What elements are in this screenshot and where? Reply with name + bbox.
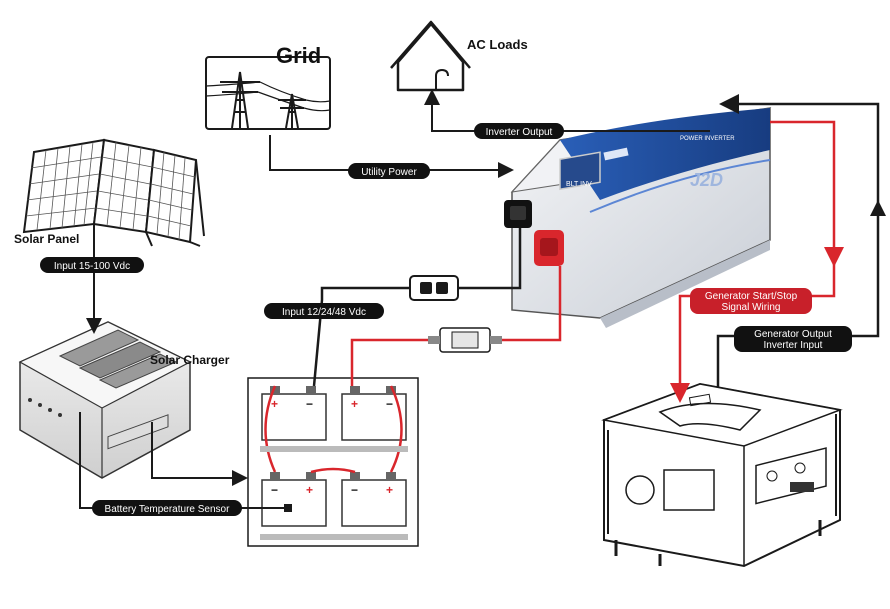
battery-input-pill: Input 12/24/48 Vdc: [264, 303, 384, 319]
solar-input-label: Input 15-100 Vdc: [54, 261, 130, 272]
ac-loads-label: AC Loads: [467, 37, 528, 52]
temperature-sensor-probe: [284, 504, 292, 512]
svg-text:−: −: [386, 397, 393, 411]
svg-text:+: +: [351, 397, 358, 411]
svg-text:+: +: [386, 483, 393, 497]
inverter-output-wire: [424, 89, 710, 132]
generator-output-wire: [716, 94, 880, 388]
battery-sensor-pill: Battery Temperature Sensor: [92, 500, 242, 516]
generator-signal-label-1: Generator Start/Stop: [705, 291, 798, 302]
positive-fuse-icon: [428, 327, 502, 353]
generator-signal-wire: [670, 120, 836, 403]
generator-output-pill: Generator Output Inverter Input: [734, 326, 852, 352]
negative-fuse-icon: [409, 275, 459, 301]
utility-power-pill: Utility Power: [348, 163, 430, 179]
battery-bank: + − + − − + − +: [247, 377, 419, 547]
battery-3: − +: [261, 472, 327, 527]
utility-power-label: Utility Power: [361, 167, 417, 178]
generator-output-label-1: Generator Output: [754, 329, 832, 340]
solar-panel-icon: [22, 138, 205, 247]
inverter-output-label: Inverter Output: [486, 127, 553, 138]
inverter-display-text: BLT INV: [566, 181, 592, 188]
svg-text:−: −: [271, 483, 278, 497]
solar-panel-label: Solar Panel: [14, 232, 79, 246]
charger-battery-wire: [151, 422, 248, 486]
battery-sensor-label: Battery Temperature Sensor: [105, 504, 231, 515]
svg-text:+: +: [271, 397, 278, 411]
generator-icon: [601, 382, 843, 568]
generator-signal-label-2: Signal Wiring: [722, 302, 781, 313]
inverter-panel-text: POWER INVERTER: [680, 136, 735, 142]
battery-4: − +: [341, 472, 407, 527]
svg-text:+: +: [306, 483, 313, 497]
svg-text:−: −: [306, 397, 313, 411]
solar-input-pill: Input 15-100 Vdc: [40, 257, 144, 273]
inverter-positive-terminal: [534, 230, 564, 266]
house-icon: [390, 20, 471, 92]
grid-label: Grid: [276, 43, 321, 68]
battery-2: + −: [341, 386, 407, 441]
inverter-unit: BLT INV J2D POWER INVERTER: [504, 107, 772, 328]
inverter-brand: J2D: [690, 170, 723, 190]
grid-tower-icon: [205, 56, 331, 130]
solar-charger-icon: [18, 321, 192, 479]
svg-text:−: −: [351, 483, 358, 497]
generator-output-label-2: Inverter Input: [764, 340, 823, 351]
inverter-negative-terminal: [504, 200, 532, 228]
generator-signal-pill: Generator Start/Stop Signal Wiring: [690, 288, 812, 314]
utility-power-wire: [269, 135, 514, 178]
solar-charger-label: Solar Charger: [150, 353, 230, 367]
battery-input-label: Input 12/24/48 Vdc: [282, 307, 366, 318]
battery-1: + −: [261, 386, 327, 441]
inverter-output-pill: Inverter Output: [474, 123, 564, 139]
